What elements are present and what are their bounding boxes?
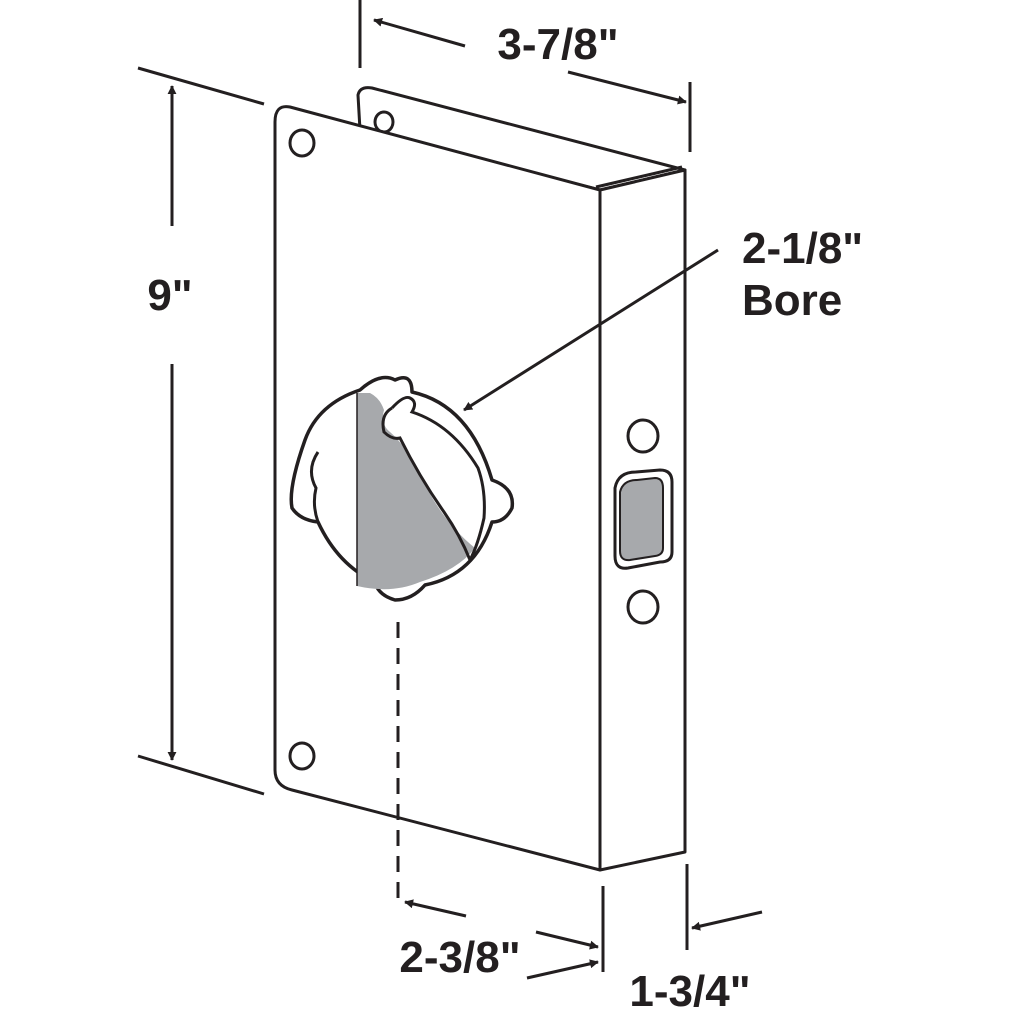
thickness-label: 1-3/4" [629,967,750,1016]
bore-size-label: 2-1/8" [742,224,863,273]
front-screw-hole-bottom [288,741,316,771]
front-screw-hole-top [288,128,316,158]
edge-screw-hole-top [626,418,660,454]
top-width-dimension: 3-7/8" [358,0,692,152]
height-label: 9" [147,271,192,320]
backset-label: 2-3/8" [399,933,520,982]
bore-label: Bore [742,276,842,325]
latch-opening [613,468,674,570]
thickness-dimension: 1-3/4" [526,864,763,1016]
edge-screw-hole-bottom [626,589,660,625]
height-dimension: 9" [137,66,265,796]
top-width-label: 3-7/8" [497,20,618,69]
bore-hole [289,375,515,602]
bore-callout: 2-1/8" Bore [463,224,863,412]
edge-plate [595,165,687,872]
backset-dimension: 2-3/8" [399,886,605,982]
